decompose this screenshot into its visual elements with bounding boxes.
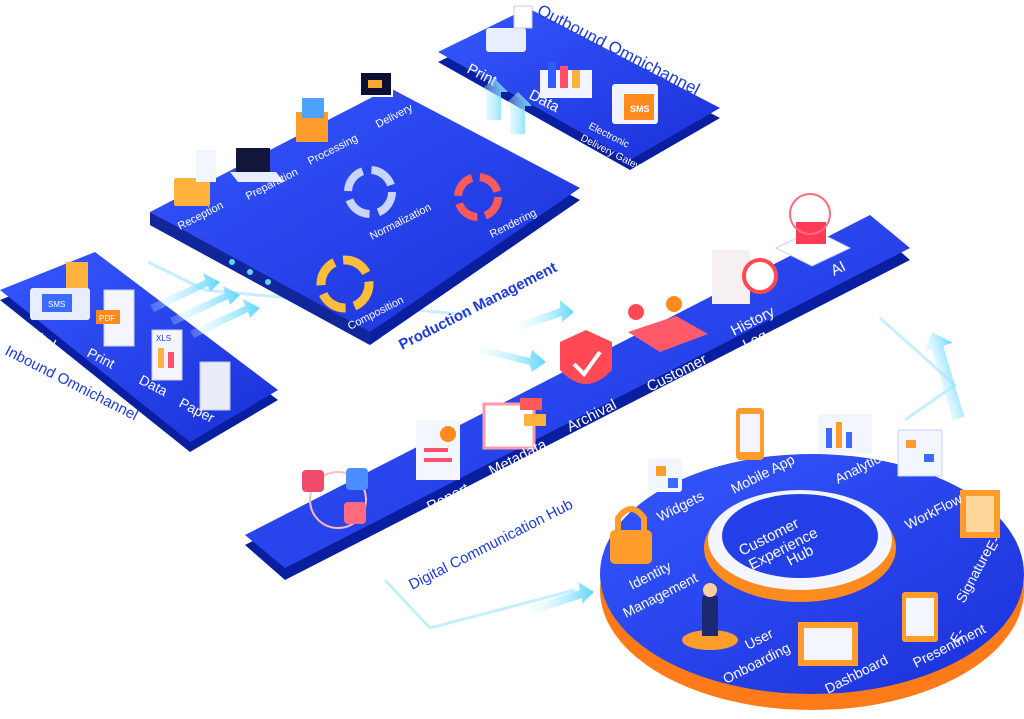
shield-check-icon <box>560 330 612 384</box>
metadata-icon <box>482 398 546 450</box>
folder-icon <box>174 150 216 206</box>
hub-ai-label: AI <box>828 258 848 280</box>
delivery-monitor-icon <box>359 71 393 97</box>
workflow-board-icon <box>897 429 943 477</box>
svg-text:SMS: SMS <box>630 104 650 114</box>
composition-cycle-icon <box>316 255 374 313</box>
paper-document-icon <box>199 361 231 411</box>
flow-arrows <box>150 78 965 614</box>
report-icon <box>416 420 460 480</box>
xls-document-icon: XLS <box>151 329 183 381</box>
svg-text:SMS: SMS <box>48 300 65 309</box>
svg-text:XLS: XLS <box>156 334 171 343</box>
pdf-document-icon: PDF <box>96 289 135 347</box>
history-clock-icon <box>712 250 778 304</box>
printer-icon <box>486 5 533 52</box>
inbound-platform <box>0 252 278 452</box>
processing-cube-icon <box>296 98 328 142</box>
smartphone-icon <box>736 408 764 460</box>
normalization-cycle-icon <box>344 166 396 218</box>
puzzle-widgets-icon <box>648 458 682 492</box>
social-globe-icon <box>302 468 368 529</box>
svg-text:PDF: PDF <box>99 314 115 323</box>
journey-map-icon <box>628 296 708 352</box>
laptop-icon <box>230 148 284 182</box>
dashboard-chart-icon <box>798 622 858 666</box>
tablet-presentment-icon <box>902 592 938 642</box>
analytics-chart-icon <box>818 414 872 454</box>
padlock-key-icon <box>610 506 652 564</box>
user-pedestal-icon <box>682 583 738 650</box>
rendering-cycle-icon <box>454 173 502 221</box>
signature-pen-icon <box>960 490 1000 538</box>
sms-envelope-icon: SMS <box>30 262 90 320</box>
sms-gateway-icon: SMS <box>612 84 658 124</box>
charts-icon <box>540 62 592 98</box>
ai-chip-icon <box>774 193 852 267</box>
